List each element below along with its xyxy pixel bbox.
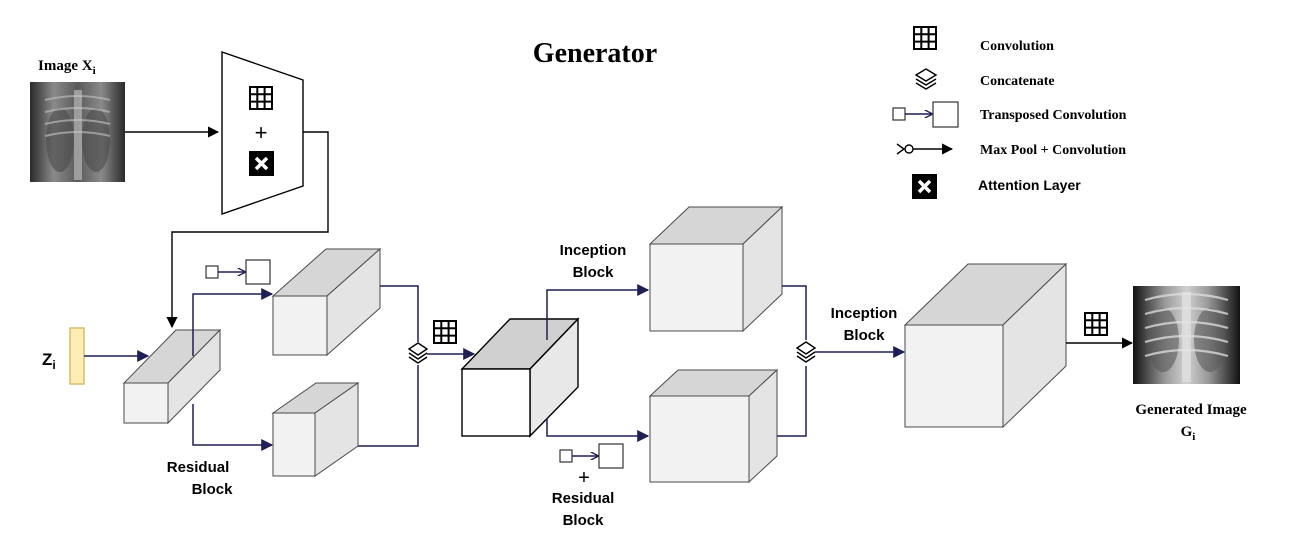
output-label-line2: Gi [1181,424,1196,443]
branch-to-inception-upper [546,284,650,340]
lower-to-concat-line [358,365,419,447]
inception-block-label-1-line2: Block [573,264,615,281]
encoder-to-block-arrow [166,131,329,329]
legend: Convolution Concatenate Transposed Convo… [892,26,1127,199]
legend-concatenate-label: Concatenate [980,74,1055,89]
branch-to-residual-lower [546,418,650,442]
legend-attention-layer-label: Attention Layer [978,177,1081,193]
layers-icon [407,342,429,364]
noise-label: Zi [42,350,56,372]
generated-xray-image [1133,286,1240,384]
noise-vector [69,327,85,385]
maxpool-arrow-icon [896,143,954,155]
input-xray-image [30,82,125,182]
transposed-conv-icon [205,259,271,285]
grid-icon [1084,312,1108,336]
inception-block-label-2-line2: Block [844,327,886,344]
residual-block-label-line1: Residual [167,459,230,476]
layers-icon [914,68,938,90]
plus-sign: + [255,120,268,145]
branch-to-lower-block [192,404,274,451]
lower-right-to-concat-line [777,366,807,437]
input-image-label: Image Xi [38,58,96,77]
inception-block-label-2-line1: Inception [831,305,898,322]
branch-to-upper-block [192,288,274,356]
upper-to-concat-line [380,285,419,342]
final-feature-block [903,262,1068,429]
legend-max-pool-convolution-label: Max Pool + Convolution [980,143,1126,158]
x-square-icon [912,174,937,199]
encoder-block: + [221,51,304,215]
plus-sign: + [578,467,590,489]
residual-upper-block [271,247,382,357]
output-label-line1: Generated Image [1135,402,1247,418]
legend-transposed-convolution-label: Transposed Convolution [980,108,1127,123]
transposed-conv-icon [559,443,624,469]
x-square-icon [249,151,274,176]
transposed-conv-icon [892,101,959,128]
upper-right-to-concat-line [782,285,807,340]
diagram-title: Generator [533,38,657,69]
inception-block-label-1-line1: Inception [560,242,627,259]
input-block [122,328,222,425]
grid-icon [249,86,273,110]
layers-icon [795,341,817,363]
residual-block-label-2-line2: Block [563,512,605,529]
residual-lower-block [271,382,360,477]
middle-feature-block [460,317,580,438]
residual-block-label-2-line1: Residual [552,490,615,507]
residual-block-label-line2: Block [192,481,234,498]
legend-convolution-label: Convolution [980,39,1054,54]
inception-upper-block [648,205,784,333]
residual-lower-right-block [648,368,779,484]
grid-icon [433,320,457,344]
grid-icon [913,26,937,50]
